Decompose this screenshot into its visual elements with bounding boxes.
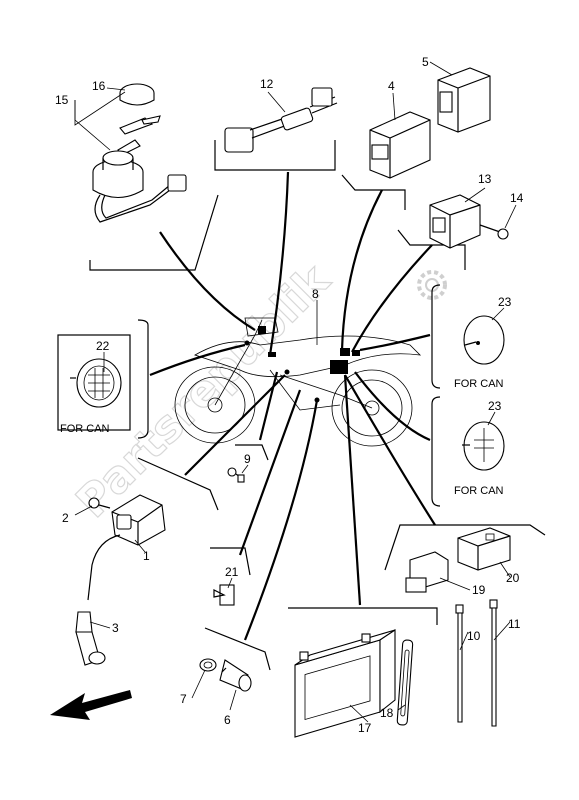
callout-7: 7 (180, 692, 187, 706)
callout-20: 20 (506, 571, 520, 585)
callout-5: 5 (422, 55, 429, 69)
spark-plug-cap (75, 611, 106, 666)
callout-19: 19 (472, 583, 486, 597)
coil-bolt (88, 497, 111, 509)
callout-14: 14 (510, 191, 524, 205)
callout-3: 3 (112, 621, 119, 635)
callout-9: 9 (244, 452, 251, 466)
battery (294, 628, 396, 738)
group-brackets (89, 140, 546, 671)
callout-16: 16 (92, 79, 106, 93)
cable-tie-11 (489, 599, 498, 727)
callout-22: 22 (96, 339, 110, 353)
for-can-label-left: FOR CAN (60, 423, 110, 435)
callout-21: 21 (225, 565, 239, 579)
ignition-coil (87, 494, 166, 601)
group-leader-lines (149, 171, 436, 641)
fuse (213, 584, 235, 606)
callout-11: 11 (508, 617, 521, 631)
front-arrow-icon (50, 690, 132, 720)
callout-18: 18 (380, 706, 394, 720)
relay (429, 194, 481, 249)
cdi-cover (437, 67, 491, 133)
horn-cap-upper (463, 315, 505, 365)
callout-4: 4 (388, 79, 395, 93)
callout-13: 13 (478, 172, 492, 186)
callout-23-lower: 23 (488, 399, 502, 413)
callout-23-upper: 23 (498, 295, 512, 309)
callout-10: 10 (467, 629, 481, 643)
battery-band (396, 639, 414, 726)
callout-8: 8 (312, 287, 319, 301)
callout-17: 17 (358, 721, 372, 735)
coupler-19 (405, 551, 449, 593)
callout-1: 1 (143, 549, 150, 563)
cdi-unit (369, 111, 431, 179)
callout-6: 6 (224, 713, 231, 727)
cable-tie-10 (455, 604, 464, 723)
callout-numbers: 16 15 12 4 5 13 14 8 22 23 23 9 2 1 3 21… (55, 55, 524, 735)
callout-leaders (74, 61, 517, 723)
bolt (479, 224, 509, 240)
small-bolt (227, 467, 245, 483)
for-can-label-lower: FOR CAN (454, 485, 504, 497)
callout-2: 2 (62, 511, 69, 525)
horn-left (57, 334, 131, 431)
coupler-20 (457, 527, 511, 571)
callout-12: 12 (260, 77, 274, 91)
for-can-label-upper: FOR CAN (454, 378, 504, 390)
horn-cap-lower (462, 421, 505, 471)
wire-harness-connector (224, 87, 338, 153)
neutral-switch (199, 658, 252, 692)
callout-15: 15 (55, 93, 69, 107)
main-switch-assembly (92, 83, 187, 223)
